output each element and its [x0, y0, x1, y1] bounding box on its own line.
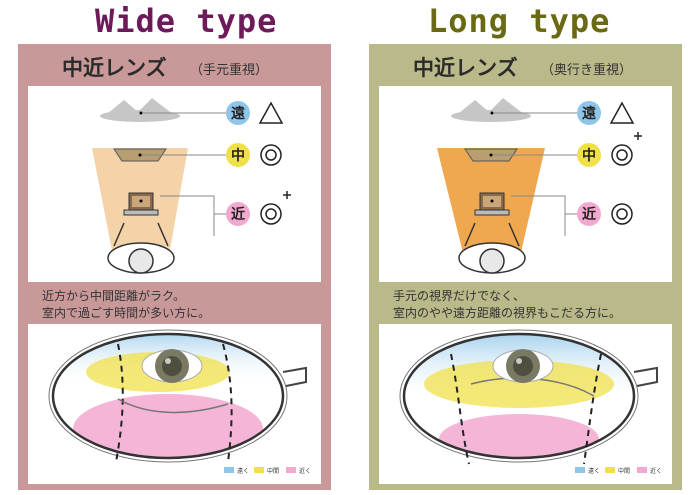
zone-middle-label: 中 — [582, 147, 596, 164]
double-circle-plus-icon — [260, 191, 291, 225]
temple-arm — [633, 366, 658, 387]
glasses-frame — [402, 332, 636, 460]
near-zone — [439, 414, 599, 458]
middle-zone — [424, 360, 614, 408]
lens-subtitle: （手元重視） — [190, 63, 269, 78]
legend-far: 遠く — [588, 467, 600, 475]
lens-zone-diagram: 遠く 中間 近く — [28, 324, 321, 484]
long-type-title: Long type — [428, 2, 611, 40]
zone-far-label: 遠 — [231, 105, 245, 122]
legend-middle: 中間 — [618, 467, 630, 475]
near-zone — [73, 394, 263, 458]
double-circle-icon — [611, 203, 633, 225]
lens-name: 中近レンズ — [62, 56, 167, 80]
wide-type-title: Wide type — [95, 2, 278, 40]
mountain-far-icon — [451, 98, 531, 122]
zone-middle-label: 中 — [231, 147, 245, 164]
person-icon — [107, 222, 175, 274]
zone-far-label: 遠 — [582, 105, 596, 122]
eye-icon — [141, 349, 203, 383]
lens-name: 中近レンズ — [413, 56, 518, 80]
mountain-far-icon — [100, 98, 180, 122]
double-circle-plus-icon — [611, 132, 642, 166]
zone-near-label: 近 — [582, 206, 596, 223]
double-circle-icon — [260, 144, 282, 166]
legend-near: 近く — [650, 467, 662, 475]
wide-type-panel: 中近レンズ （手元重視） — [18, 44, 331, 490]
zone-near-label: 近 — [231, 206, 245, 223]
triangle-icon — [609, 101, 635, 124]
temple-arm — [282, 366, 307, 387]
legend-far: 遠く — [237, 467, 249, 475]
triangle-icon — [258, 101, 284, 124]
eye-icon — [492, 349, 554, 383]
legend-middle: 中間 — [267, 467, 279, 475]
description: 近方から中間距離がラク。 室内で過ごす時間が多い方に。 — [42, 289, 211, 320]
long-type-panel: 中近レンズ （奥行き重視） — [369, 44, 682, 490]
description: 手元の視界だけでなく、 室内のやや遠方距離の視界もこだる方に。 — [393, 289, 622, 320]
viewing-distance-diagram: 遠 中 近 — [28, 86, 321, 282]
person-icon — [458, 222, 526, 274]
lens-subtitle: （奥行き重視） — [541, 63, 633, 78]
viewing-distance-diagram: 遠 中 近 — [379, 86, 672, 282]
lens-zone-diagram: 遠く 中間 近く — [379, 324, 672, 484]
laptop-near-icon — [123, 192, 159, 216]
legend-near: 近く — [299, 467, 311, 475]
panel-header: 中近レンズ （手元重視） — [18, 44, 331, 86]
panel-header: 中近レンズ （奥行き重視） — [369, 44, 682, 86]
glasses-frame — [51, 332, 285, 460]
laptop-near-icon — [474, 192, 510, 216]
